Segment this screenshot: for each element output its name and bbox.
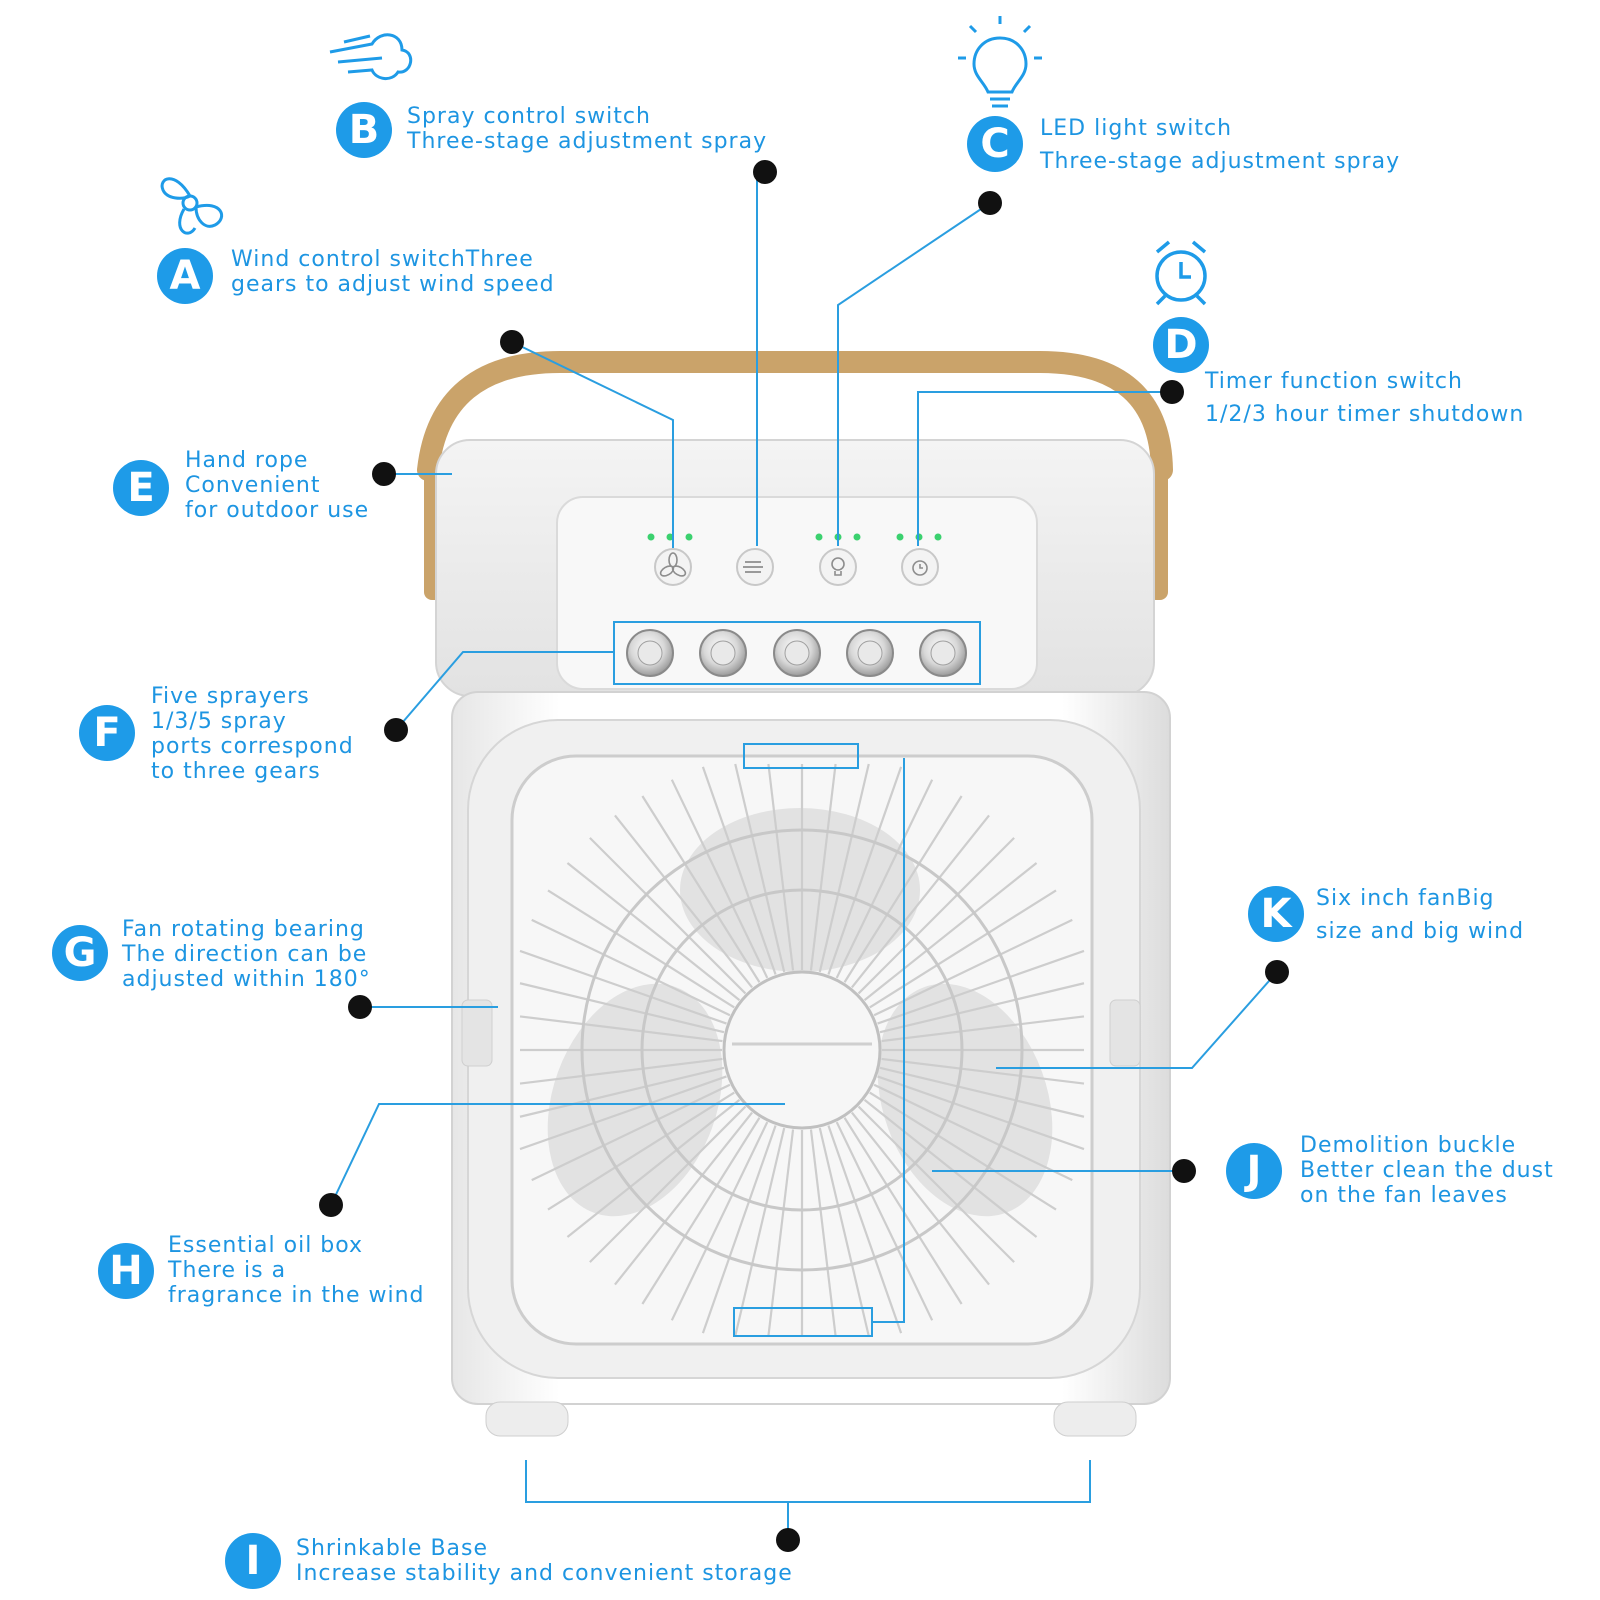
grille-rings xyxy=(580,828,1024,1272)
rotating-bearing-left xyxy=(461,999,493,1067)
badge-i: I xyxy=(225,1533,281,1589)
wind-button[interactable] xyxy=(654,548,692,586)
light-bulb-icon xyxy=(958,16,1042,108)
label-line: for outdoor use xyxy=(185,498,370,523)
leader-lines xyxy=(330,171,1278,1540)
label-line: Fan rotating bearing xyxy=(122,917,365,942)
label-line: Convenient xyxy=(185,473,321,498)
badge-f: F xyxy=(79,705,135,761)
label-line: Spray control switch xyxy=(407,104,651,129)
badge-h: H xyxy=(98,1243,154,1299)
label-line: The direction can be xyxy=(122,942,368,967)
label-line: 1/2/3 hour timer shutdown xyxy=(1205,402,1525,427)
label-c: LED light switch Three-stage adjustment … xyxy=(1040,112,1400,178)
badge-e: E xyxy=(113,460,169,516)
fan-icon xyxy=(160,177,224,235)
label-k: Six inch fanBig size and big wind xyxy=(1316,882,1524,948)
label-line: There is a xyxy=(168,1258,287,1283)
label-line: Wind control switchThree xyxy=(231,247,534,272)
label-line: Six inch fanBig xyxy=(1316,886,1495,911)
label-line: Shrinkable Base xyxy=(296,1536,489,1561)
spray-button[interactable] xyxy=(736,548,774,586)
led-indicators xyxy=(647,533,942,541)
alarm-clock-icon xyxy=(912,560,928,576)
badge-a: A xyxy=(157,248,213,304)
alarm-clock-icon xyxy=(1155,240,1207,306)
badge-d: D xyxy=(1153,317,1209,373)
fan-hub xyxy=(722,970,882,1130)
light-bulb-icon xyxy=(831,557,845,576)
label-j: Demolition buckle Better clean the dust … xyxy=(1300,1133,1554,1208)
foot-left xyxy=(485,1401,569,1437)
label-h: Essential oil box There is a fragrance i… xyxy=(168,1233,425,1308)
label-a: Wind control switchThree gears to adjust… xyxy=(231,247,555,297)
demolition-buckle-top xyxy=(743,743,859,769)
spray-wind-icon xyxy=(329,33,413,80)
label-g: Fan rotating bearing The direction can b… xyxy=(122,917,371,992)
label-line: to three gears xyxy=(151,759,321,784)
spray-wind-icon xyxy=(743,561,763,573)
badge-j: J xyxy=(1226,1143,1282,1199)
hand-rope xyxy=(417,351,1173,481)
label-line: gears to adjust wind speed xyxy=(231,272,555,297)
badge-g: G xyxy=(52,925,108,981)
label-line: Three-stage adjustment spray xyxy=(1040,149,1401,174)
label-b: Spray control switch Three-stage adjustm… xyxy=(407,104,767,154)
label-line: on the fan leaves xyxy=(1300,1183,1508,1208)
label-line: size and big wind xyxy=(1316,919,1525,944)
light-button[interactable] xyxy=(819,548,857,586)
label-line: Increase stability and convenient storag… xyxy=(296,1561,793,1586)
foot-right xyxy=(1053,1401,1137,1437)
label-line: ports correspond xyxy=(151,734,354,759)
label-line: Essential oil box xyxy=(168,1233,364,1258)
timer-button[interactable] xyxy=(901,548,939,586)
label-d: Timer function switch 1/2/3 hour timer s… xyxy=(1205,365,1524,431)
badge-b: B xyxy=(336,102,392,158)
label-line: LED light switch xyxy=(1040,116,1233,141)
label-line: Three-stage adjustment spray xyxy=(407,129,768,154)
badge-k: K xyxy=(1248,886,1304,942)
badge-c: C xyxy=(967,116,1023,172)
label-line: Five sprayers xyxy=(151,684,310,709)
label-line: Hand rope xyxy=(185,448,309,473)
fan-icon xyxy=(659,552,687,577)
label-line: adjusted within 180° xyxy=(122,967,371,992)
label-line: Demolition buckle xyxy=(1300,1133,1517,1158)
label-i: Shrinkable Base Increase stability and c… xyxy=(296,1536,793,1586)
sprayer-nozzles xyxy=(626,629,967,677)
label-f: Five sprayers 1/3/5 spray ports correspo… xyxy=(151,684,354,784)
label-line: Timer function switch xyxy=(1205,369,1463,394)
leader-dots xyxy=(319,160,1289,1552)
rotating-bearing-right xyxy=(1109,999,1141,1067)
label-line: fragrance in the wind xyxy=(168,1283,425,1308)
label-e: Hand rope Convenient for outdoor use xyxy=(185,448,369,523)
label-line: Better clean the dust xyxy=(1300,1158,1554,1183)
grille-spokes xyxy=(519,763,1085,1337)
label-line: 1/3/5 spray xyxy=(151,709,287,734)
